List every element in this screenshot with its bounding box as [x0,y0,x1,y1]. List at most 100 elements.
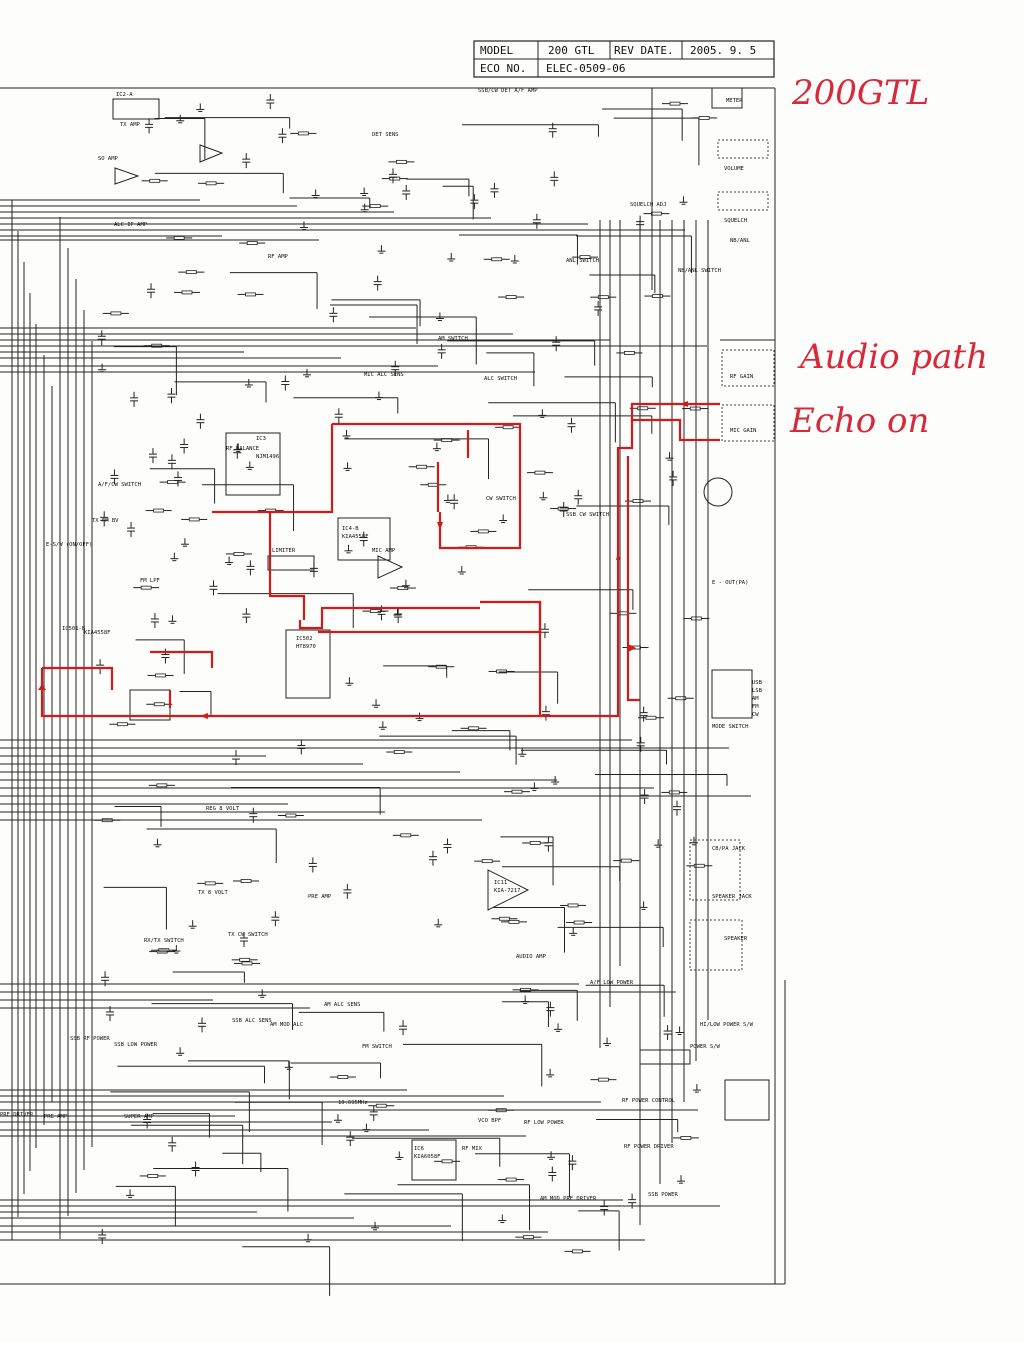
section-label: RF POWER DRIVER [624,1144,674,1150]
section-label: MIC GAIN [730,428,757,434]
so-amp-opamp [114,167,140,185]
ic2-a-block [112,98,160,120]
resistor-mark [505,295,517,299]
resistor-mark [529,841,541,845]
resistor-mark [245,292,256,297]
resistor-mark [534,470,546,475]
model-label: MODEL [480,44,513,57]
power-connector [724,1079,770,1121]
resistor-mark [499,916,510,921]
bus-lines [0,199,751,1241]
section-label: IC2-A [116,92,133,98]
section-label: A/F/CW SWITCH [98,482,141,488]
mic-amp-opamp [377,555,404,579]
section-label: NJM1496 [256,454,279,460]
resistor-mark [689,406,701,411]
resistor-mark [632,499,644,504]
section-label: AM [752,696,759,702]
vr-squelch-block [717,139,769,159]
ic11-audio-amp [487,869,530,911]
resistor-mark [153,508,165,513]
section-label: KIA-7217 [494,888,521,894]
component-marks [94,94,728,1296]
section-label: DET SENS [372,132,399,138]
resistor-mark [520,987,531,992]
power-switch [639,1049,691,1065]
resistor-mark [502,425,514,430]
meter-block [711,87,743,109]
section-label: IC11 [494,880,507,886]
section-label: RF BALANCE [226,446,259,452]
mic-jack [703,477,733,507]
section-label: MIC ALC SENS [364,372,404,378]
mode-switch-block [711,669,753,719]
section-label: SQUELCH ADJ [630,202,666,208]
section-label: ALC SWITCH [484,376,517,382]
resistor-mark [680,1136,692,1140]
resistor-mark [140,585,152,590]
section-label: VOLUME [724,166,744,172]
ic4b-mic-amp-block [337,517,391,561]
section-label: FM LPF [140,578,160,584]
section-label: RX/TX SWITCH [144,938,184,944]
tx-amp-opamp [199,144,224,163]
resistor-mark [669,101,681,106]
section-label: LIMITER [272,548,296,554]
section-label: PRE AMP [44,1114,68,1120]
section-label: ALC IF AMP [114,222,148,228]
resistor-mark [153,702,165,707]
section-label: FM [752,704,759,710]
section-label: ANL SWITCH [566,258,599,264]
resistor-mark [116,722,128,727]
section-label: RF GAIN [730,374,753,380]
resistor-mark [572,1249,583,1254]
resistor-mark [491,257,503,262]
model-handwritten-note: 200GTL [791,73,929,113]
section-label: HT8970 [296,644,316,650]
section-label: FM SWITCH [362,1044,392,1050]
section-label: AM MOD PRE DRIVER [540,1196,597,1202]
resistor-mark [205,181,217,186]
limiter-block [267,555,315,571]
resistor-mark [427,482,439,487]
section-label: VCO BPF [478,1118,501,1124]
jack-block [689,839,741,901]
resistor-mark [496,669,507,674]
section-label: TX 8 VOLT [198,890,228,896]
section-label: IC6 [414,1146,424,1152]
vr-mic-gain-block [721,404,775,442]
resistor-mark [246,241,258,245]
resistor-mark [598,1077,609,1082]
section-label: IC4-B [342,526,359,532]
resistor-mark [523,1235,534,1240]
resistor-mark [156,783,168,788]
resistor-mark [481,859,493,864]
resistor-mark [369,204,381,209]
section-label: CW [752,712,759,718]
rev-date-label: REV DATE. [614,44,674,57]
resistor-mark [285,813,297,818]
resistor-mark [188,517,200,522]
section-label: SO AMP [98,156,119,162]
resistor-mark [416,464,428,469]
resistor-mark [155,673,166,678]
section-label: RF AMP [268,254,289,260]
section-label: USB [752,680,763,686]
section-label: SSB CW SWITCH [566,512,609,518]
section-label: HI/LOW POWER S/W [700,1022,754,1028]
section-label: E-S/W (ON/OFF) [46,542,92,548]
section-label: AM MOD ALC [270,1022,303,1028]
ic502-block [285,629,331,699]
vr-rf-gain-block [721,349,775,387]
section-label: AM ALC SENS [324,1002,360,1008]
ic3-rf-balance-block [225,432,281,496]
resistor-mark [468,726,479,731]
audio-path-note: Audio path [797,337,988,377]
section-label: PRE DRIVER [0,1112,34,1118]
section-label: SSB RF POWER [70,1036,110,1042]
resistor-mark [147,1174,159,1178]
section-label: RF POWER CONTROL [622,1098,676,1104]
resistor-mark [149,178,161,183]
section-label: SSB ALC SENS [232,1018,272,1024]
